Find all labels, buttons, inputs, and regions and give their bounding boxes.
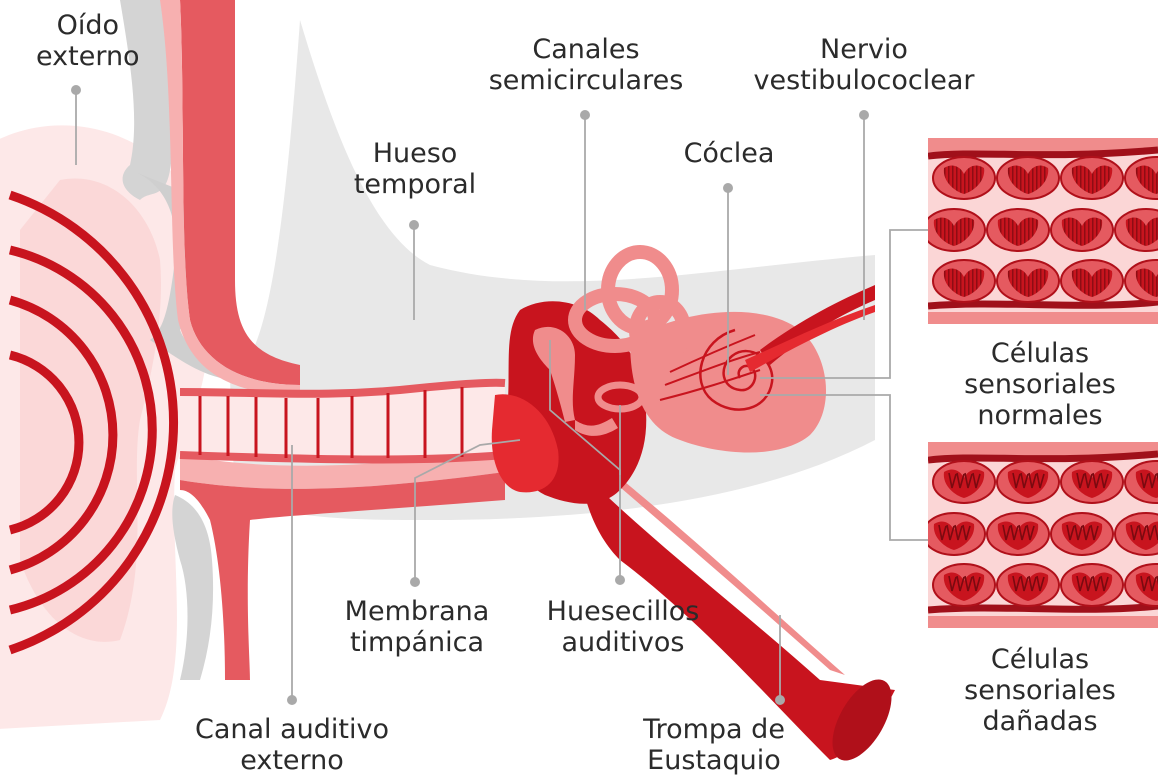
damaged-cells-panel	[923, 442, 1158, 628]
label-cochlea: Cóclea	[664, 138, 794, 169]
normal-cells-panel	[923, 138, 1158, 324]
